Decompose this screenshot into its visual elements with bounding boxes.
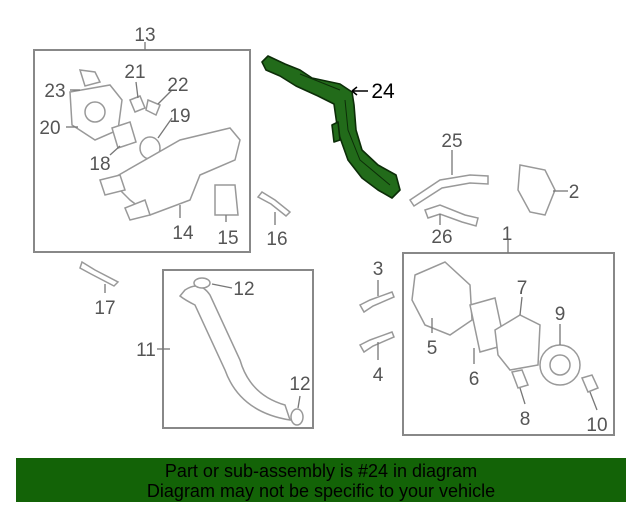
highlighted-part-24-water-pipe[interactable]: [261, 55, 401, 199]
bolt-16: [256, 191, 292, 218]
label-12-bottom: 12: [289, 374, 310, 395]
label-23: 23: [44, 81, 65, 102]
label-25: 25: [441, 131, 462, 152]
water-pump-assembly: [411, 261, 600, 393]
label-6: 6: [469, 369, 480, 390]
label-2: 2: [569, 182, 580, 203]
label-16: 16: [266, 229, 287, 250]
label-14: 14: [172, 223, 194, 244]
gasket-2: [517, 164, 556, 216]
label-12-top: 12: [233, 279, 254, 300]
pipe-26: [424, 204, 479, 227]
bolt-17: [79, 260, 120, 287]
label-15: 15: [217, 228, 238, 249]
diagram-notice-banner: Part or sub-assembly is #24 in diagram D…: [16, 458, 626, 502]
label-13: 13: [134, 25, 155, 46]
label-24[interactable]: 24: [371, 80, 395, 103]
pipe-25: [408, 174, 489, 208]
label-4: 4: [373, 365, 384, 386]
label-26: 26: [431, 227, 452, 248]
banner-line-part-number: Part or sub-assembly is #24 in diagram: [164, 461, 478, 481]
label-7: 7: [517, 278, 528, 299]
hose-11: [178, 277, 304, 426]
label-8: 8: [520, 409, 531, 430]
thermostat-housing-assembly: [69, 69, 241, 221]
label-22: 22: [167, 75, 188, 96]
label-19: 19: [169, 106, 190, 127]
label-3: 3: [373, 259, 384, 280]
label-17: 17: [94, 298, 115, 319]
label-21: 21: [124, 62, 145, 83]
label-18: 18: [89, 154, 110, 175]
label-5: 5: [427, 338, 438, 359]
group-box-13: [33, 49, 251, 253]
bolt-3: [358, 291, 395, 314]
bolt-4: [358, 331, 395, 354]
label-1: 1: [502, 224, 513, 245]
banner-line-disclaimer: Diagram may not be specific to your vehi…: [146, 481, 496, 501]
label-11: 11: [136, 340, 156, 361]
label-9: 9: [555, 304, 566, 325]
label-20: 20: [39, 118, 60, 139]
label-10: 10: [586, 415, 607, 436]
